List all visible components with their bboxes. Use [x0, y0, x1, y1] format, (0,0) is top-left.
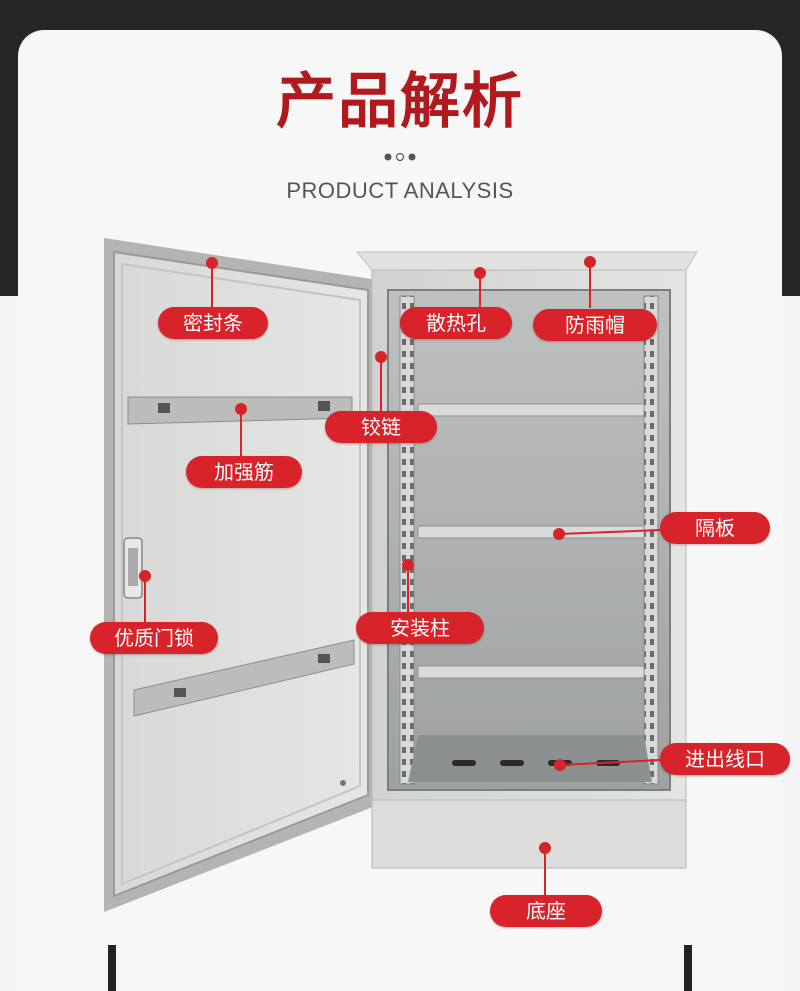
page-title: 产品解析 [276, 67, 524, 137]
label-shelf: 隔板 [660, 512, 770, 544]
callout-markers [139, 256, 661, 896]
cabinet-legs [108, 945, 692, 991]
label-reinforcement-bar: 加强筋 [186, 456, 302, 488]
label-seal-strip: 密封条 [158, 307, 268, 339]
cabinet-door [104, 238, 378, 912]
page-subtitle: PRODUCT ANALYSIS [286, 178, 514, 203]
label-hinge: 铰链 [325, 411, 437, 443]
label-mounting-post: 安装柱 [356, 612, 484, 644]
label-cable-entry: 进出线口 [660, 743, 790, 775]
label-rain-cap: 防雨帽 [533, 309, 657, 341]
label-vent-holes: 散热孔 [400, 307, 512, 339]
divider-dots [384, 152, 416, 162]
label-base: 底座 [490, 895, 602, 927]
cabinet-body [355, 251, 698, 869]
label-door-lock: 优质门锁 [90, 622, 218, 654]
